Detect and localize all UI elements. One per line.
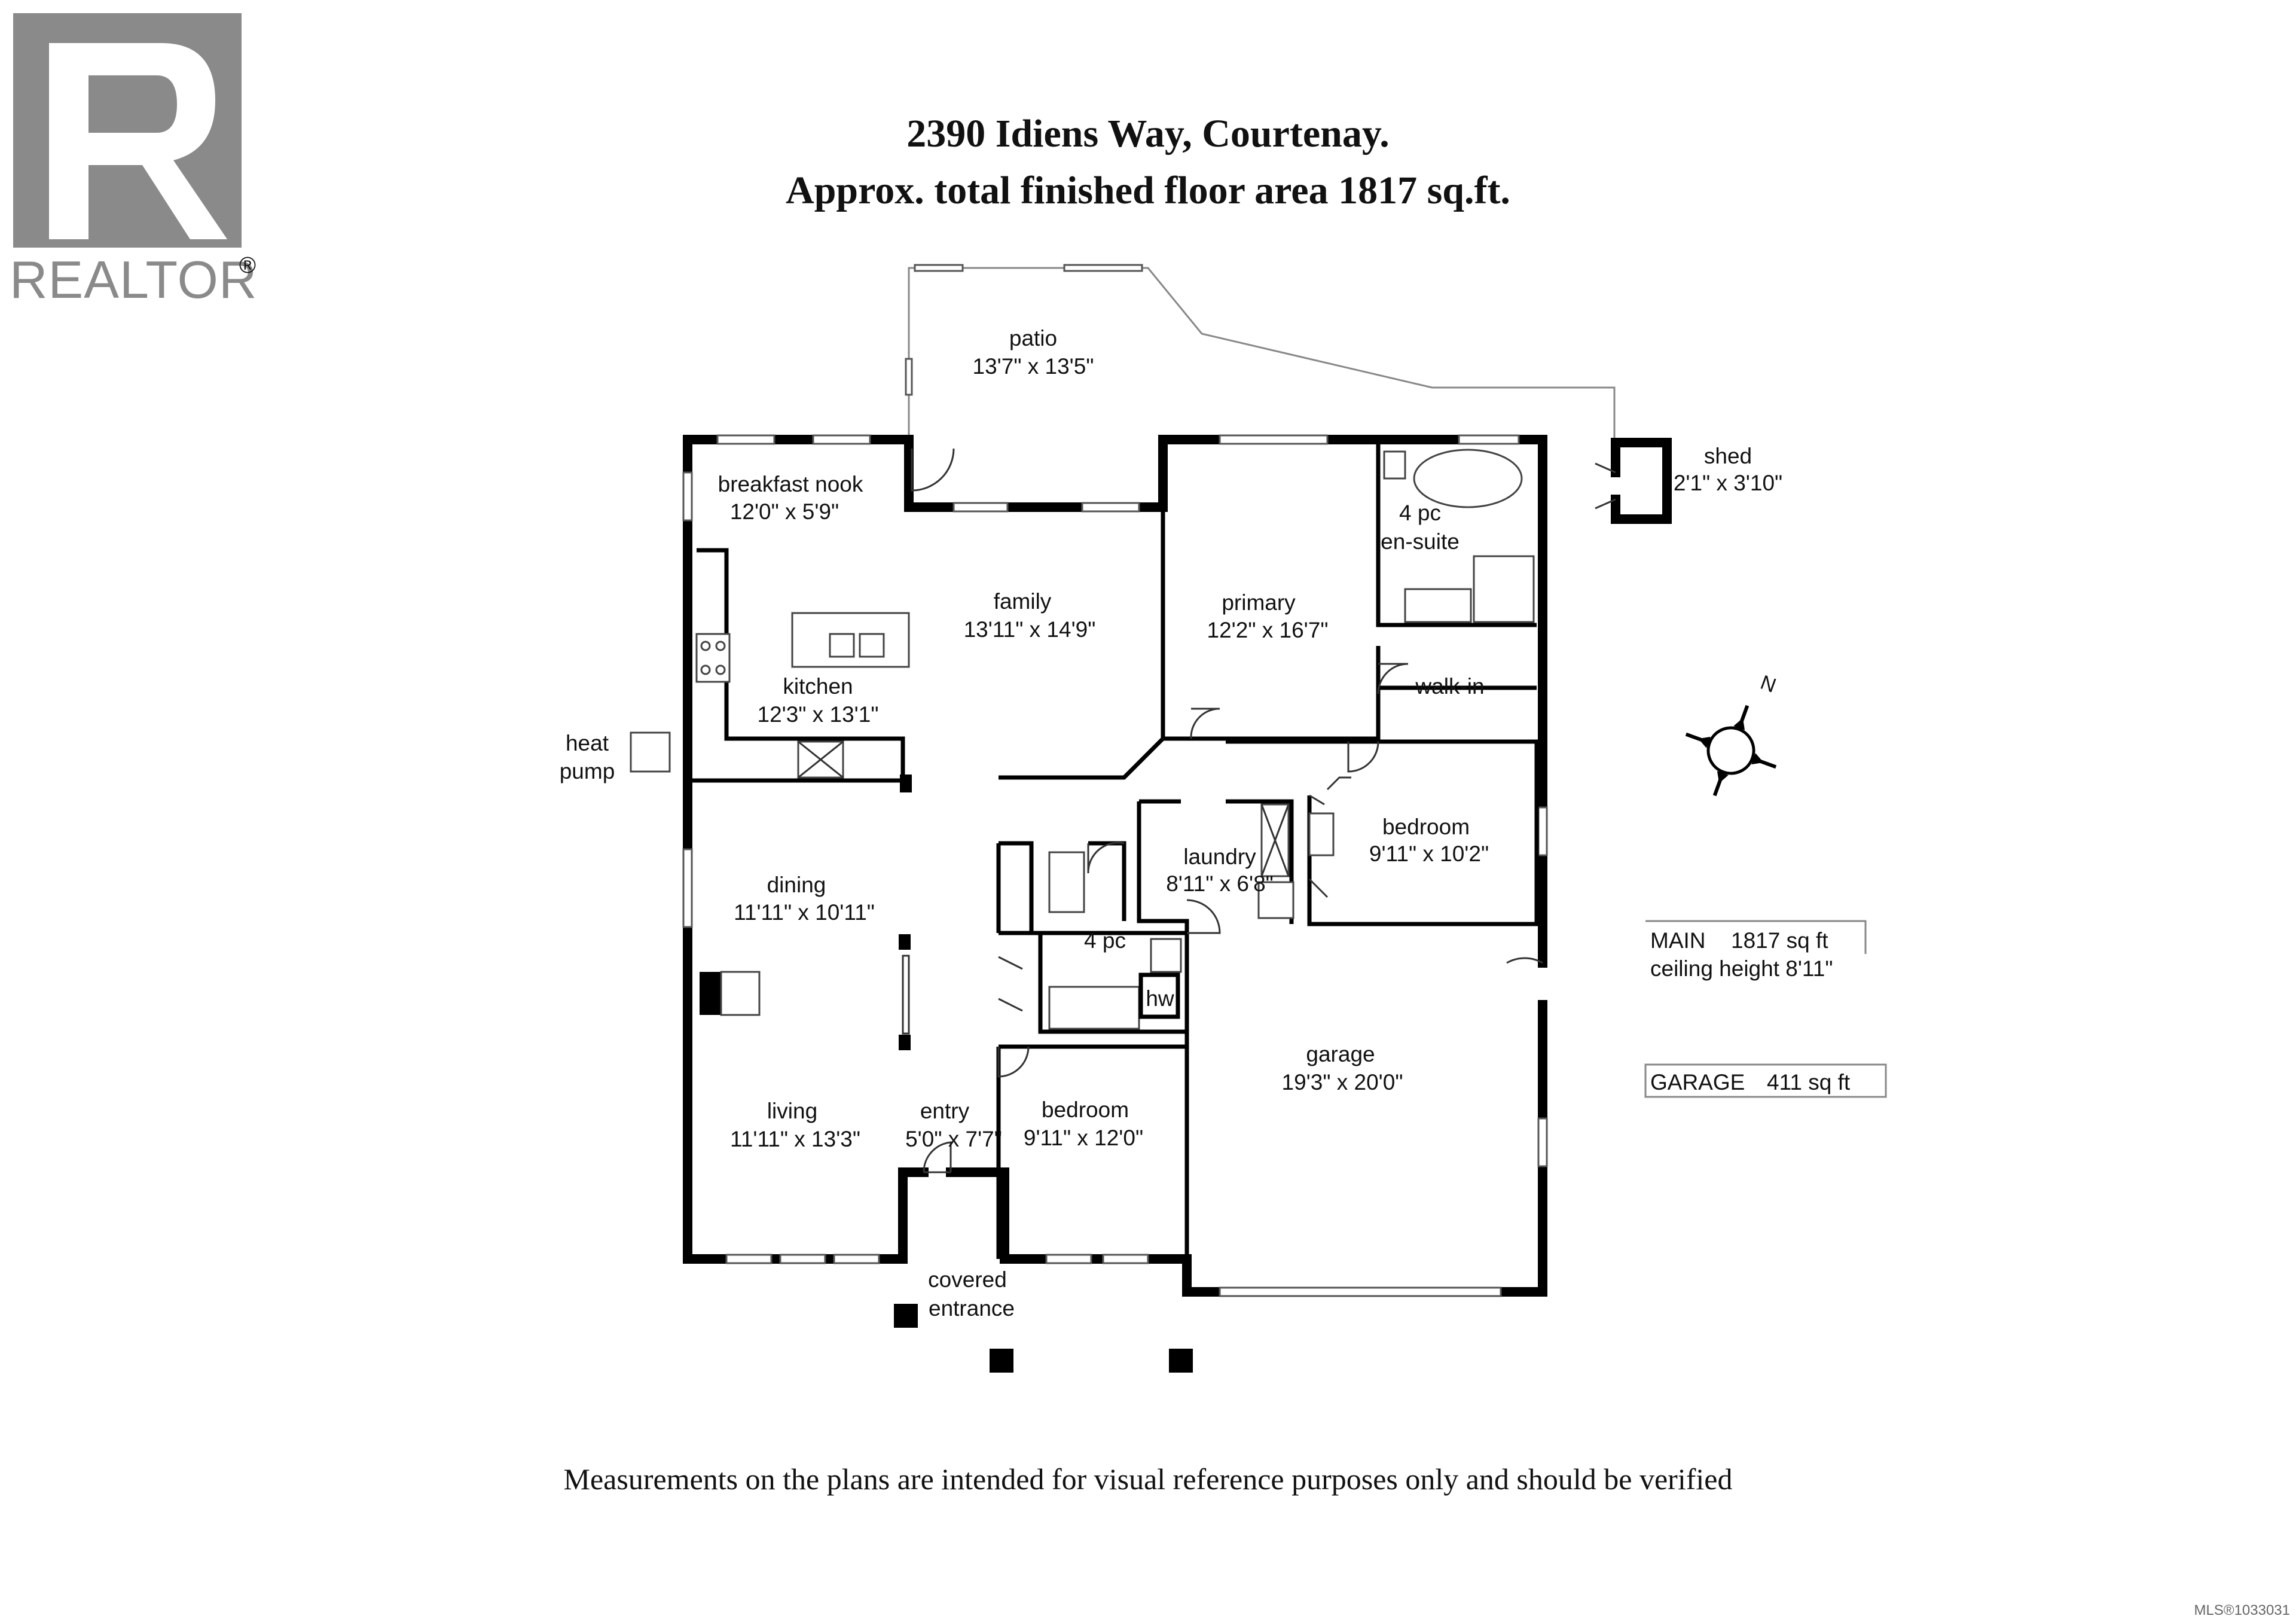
kitchen-dims: 12'3" x 13'1" — [758, 702, 879, 727]
heatpump-label: heat — [566, 731, 609, 755]
bedroom2-label: bedroom — [1382, 815, 1470, 839]
patio-dims: 13'7" x 13'5" — [973, 354, 1094, 379]
walkin-label: walk-in — [1415, 674, 1484, 699]
entry-dims: 5'0" x 7'7" — [905, 1127, 1002, 1151]
plan-title-address: 2390 Idiens Way, Courtenay. — [906, 112, 1389, 156]
disclaimer-text: Measurements on the plans are intended f… — [564, 1462, 1733, 1496]
shed-structure — [1595, 438, 1672, 524]
garage-info-area: 411 sq ft — [1767, 1070, 1851, 1094]
realtor-wordmark: REALTOR — [10, 250, 258, 309]
nook-label: breakfast nook — [718, 472, 863, 496]
area-info: MAIN 1817 sq ft ceiling height 8'11" GAR… — [1644, 920, 1887, 1098]
bedroom2-dims: 9'11" x 10'2" — [1369, 842, 1489, 866]
fixtures — [695, 449, 1535, 1030]
mls-number: MLS®1033031 — [2194, 1602, 2290, 1618]
hw-label: hw — [1146, 986, 1174, 1011]
laundry-label: laundry — [1183, 844, 1256, 869]
garage-info-label: GARAGE — [1650, 1070, 1745, 1094]
registered-mark: ® — [239, 253, 256, 278]
living-dims: 11'11" x 13'3" — [730, 1127, 860, 1151]
plan-title-area: Approx. total finished floor area 1817 s… — [786, 169, 1510, 212]
exterior-walls — [682, 434, 1548, 1297]
entrance-posts — [894, 1304, 1193, 1373]
covered-entrance-label-2: entrance — [929, 1296, 1015, 1321]
nook-dims: 12'0" x 5'9" — [730, 499, 839, 524]
ceiling-height: ceiling height 8'11" — [1650, 956, 1833, 981]
primary-label: primary — [1222, 590, 1296, 615]
shed-dims: 2'1" x 3'10" — [1674, 471, 1782, 495]
shed-label: shed — [1704, 444, 1752, 468]
heatpump-label-2: pump — [560, 759, 615, 783]
ensuite-label-2: en-suite — [1381, 529, 1460, 554]
family-dims: 13'11" x 14'9" — [964, 617, 1096, 642]
living-label: living — [767, 1099, 817, 1123]
room-labels: patio 13'7" x 13'5" shed 2'1" x 3'10" br… — [560, 326, 1782, 1321]
main-area: 1817 sq ft — [1731, 928, 1828, 953]
patio-outline — [905, 264, 1616, 443]
compass-north-label: N — [1757, 671, 1779, 697]
bath-label: 4 pc — [1084, 928, 1126, 953]
primary-dims: 12'2" x 16'7" — [1207, 618, 1329, 642]
patio-label: patio — [1009, 326, 1057, 350]
dining-dims: 11'11" x 10'11" — [734, 900, 875, 925]
ensuite-label: 4 pc — [1399, 501, 1441, 525]
dining-label: dining — [767, 873, 826, 897]
garage-label: garage — [1306, 1042, 1375, 1066]
heat-pump-unit — [630, 731, 671, 773]
kitchen-label: kitchen — [783, 674, 853, 699]
interior-walls — [688, 440, 1539, 1259]
entry-label: entry — [920, 1099, 970, 1123]
covered-entrance-label: covered — [928, 1267, 1007, 1292]
main-label: MAIN — [1650, 928, 1706, 953]
realtor-logo: REALTOR ® — [10, 13, 258, 309]
laundry-dims: 8'11" x 6'8" — [1166, 871, 1274, 896]
compass-rose-icon — [1685, 705, 1777, 797]
family-label: family — [994, 589, 1052, 614]
door-swings — [911, 448, 1409, 1173]
bedroom1-dims: 9'11" x 12'0" — [1024, 1126, 1143, 1150]
garage-dims: 19'3" x 20'0" — [1282, 1070, 1403, 1094]
bedroom1-label: bedroom — [1042, 1097, 1129, 1122]
